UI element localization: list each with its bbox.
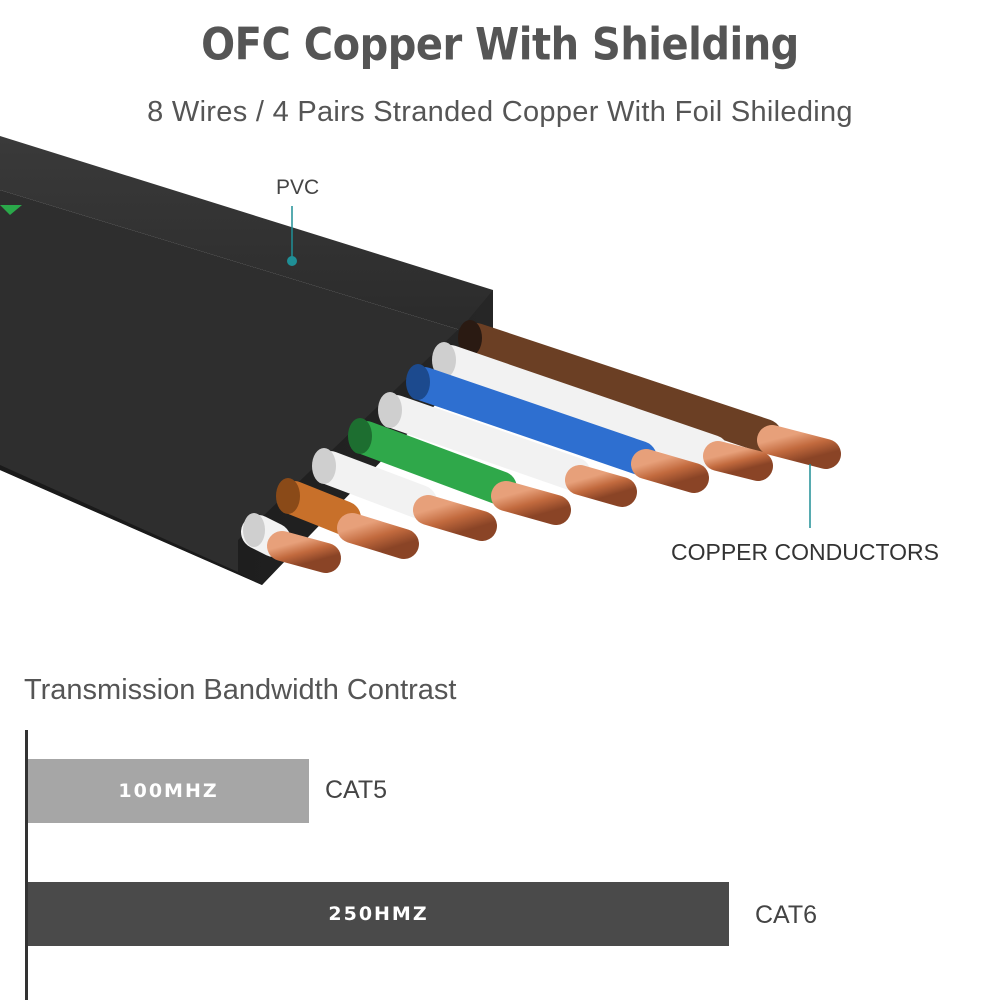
wire-white-0 — [241, 513, 341, 573]
wire-green — [348, 418, 571, 525]
wire-orange — [276, 478, 419, 559]
bar-cat5-value-label: 100MHZ — [118, 780, 219, 802]
bar-cat5: 100MHZ — [28, 759, 309, 823]
wire-white-1 — [312, 448, 497, 541]
wire-white-3 — [432, 342, 773, 481]
pvc-callout-line — [287, 206, 297, 266]
page-subtitle: 8 Wires / 4 Pairs Stranded Copper With F… — [147, 96, 853, 128]
bar-cat6-value-label: 250HMZ — [328, 903, 429, 925]
copper-conductors-label: COPPER CONDUCTORS — [671, 539, 939, 565]
bar-cat6-category-label: CAT6 — [755, 901, 818, 929]
bar-cat6: 250HMZ — [28, 882, 729, 946]
chart-title: Transmission Bandwidth Contrast — [24, 674, 457, 706]
pvc-label: PVC — [276, 176, 320, 199]
wire-brown — [458, 320, 841, 469]
page-title: OFC Copper With Shielding — [201, 19, 799, 71]
bar-cat5-category-label: CAT5 — [325, 776, 388, 804]
cable-illustration — [0, 136, 841, 585]
chart-axis — [25, 730, 28, 1000]
wire-white-2 — [378, 392, 637, 507]
wire-blue — [406, 364, 709, 493]
